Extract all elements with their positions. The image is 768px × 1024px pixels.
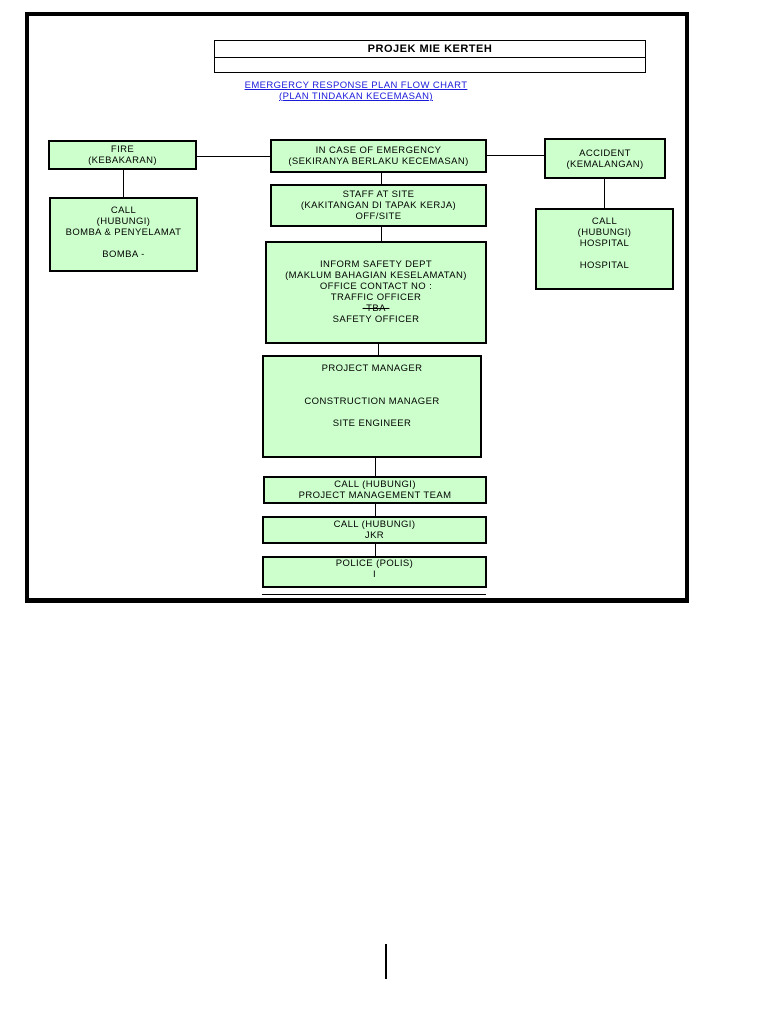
emergency-line: IN CASE OF EMERGENCY xyxy=(315,145,442,156)
connector-emergency-accident xyxy=(486,155,544,156)
accident-box: ACCIDENT (KEMALANGAN) xyxy=(544,138,666,179)
accident-call-line: HOSPITAL xyxy=(579,238,630,249)
connector-safety-managers xyxy=(378,343,379,355)
safety-dept-box: INFORM SAFETY DEPT (MAKLUM BAHAGIAN KESE… xyxy=(265,241,487,344)
frame-bottom-border xyxy=(25,598,689,603)
fire-line: (KEBAKARAN) xyxy=(88,155,157,166)
staff-box: STAFF AT SITE (KAKITANGAN DI TAPAK KERJA… xyxy=(270,184,487,227)
managers-line xyxy=(268,407,476,418)
safety-line: INFORM SAFETY DEPT xyxy=(319,259,433,270)
project-title-empty-row xyxy=(214,57,646,73)
safety-line: OFFICE CONTACT NO : xyxy=(319,281,433,292)
connector-managers-pmt xyxy=(375,457,376,476)
fire-call-line xyxy=(55,238,192,249)
connector-pmt-jkr xyxy=(375,503,376,516)
safety-line: TRAFFIC OFFICER xyxy=(330,292,422,303)
managers-line: PROJECT MANAGER xyxy=(321,363,423,374)
safety-line: SAFETY OFFICER xyxy=(332,314,420,325)
frame-corner-right xyxy=(685,595,689,603)
staff-line: (KAKITANGAN DI TAPAK KERJA) xyxy=(300,200,457,211)
police-line: POLICE (POLIS) xyxy=(335,558,414,569)
pmt-box: CALL (HUBUNGI) PROJECT MANAGEMENT TEAM xyxy=(263,476,487,504)
frame-corner-left xyxy=(25,595,29,603)
staff-line: STAFF AT SITE xyxy=(342,189,415,200)
managers-line: SITE ENGINEER xyxy=(332,418,412,429)
police-box: POLICE (POLIS) I xyxy=(262,556,487,588)
emergency-box: IN CASE OF EMERGENCY (SEKIRANYA BERLAKU … xyxy=(270,139,487,173)
accident-call-line: (HUBUNGI) xyxy=(577,227,632,238)
managers-line: CONSTRUCTION MANAGER xyxy=(304,396,440,407)
managers-line xyxy=(268,374,476,385)
fire-call-line: (HUBUNGI) xyxy=(96,216,151,227)
jkr-box: CALL (HUBUNGI) JKR xyxy=(262,516,487,544)
connector-bottom-rule xyxy=(262,594,486,595)
connector-emergency-staff xyxy=(381,172,382,184)
connector-jkr-police xyxy=(375,543,376,556)
connector-accident-call xyxy=(604,178,605,208)
flowchart-title[interactable]: EMERGERCY RESPONSE PLAN FLOW CHART xyxy=(244,80,468,91)
fire-call-box: CALL (HUBUNGI) BOMBA & PENYELAMAT BOMBA … xyxy=(49,197,198,272)
managers-box: PROJECT MANAGER CONSTRUCTION MANAGER SIT… xyxy=(262,355,482,458)
safety-line: -TBA- xyxy=(362,303,390,314)
jkr-line: JKR xyxy=(364,530,385,541)
emergency-line: (SEKIRANYA BERLAKU KECEMASAN) xyxy=(288,156,469,167)
connector-fire-emergency xyxy=(196,156,270,157)
flowchart-subtitle[interactable]: (PLAN TINDAKAN KECEMASAN) xyxy=(279,91,433,102)
fire-call-line: CALL xyxy=(110,205,137,216)
accident-line: (KEMALANGAN) xyxy=(566,158,644,170)
staff-line: OFF/SITE xyxy=(355,211,402,222)
pmt-line: CALL (HUBUNGI) xyxy=(334,479,416,490)
accident-call-line xyxy=(541,249,668,260)
accident-call-box: CALL (HUBUNGI) HOSPITAL HOSPITAL xyxy=(535,208,674,290)
police-line: I xyxy=(372,569,377,580)
page-frame xyxy=(25,12,689,602)
project-title: PROJEK MIE KERTEH xyxy=(214,40,646,58)
fire-box: FIRE (KEBAKARAN) xyxy=(48,140,197,170)
fire-call-line: BOMBA & PENYELAMAT xyxy=(65,227,182,238)
pmt-line: PROJECT MANAGEMENT TEAM xyxy=(298,490,452,501)
accident-call-line: CALL xyxy=(591,216,618,227)
connector-fire-call xyxy=(123,169,124,197)
managers-line xyxy=(268,385,476,396)
fire-call-line: BOMBA - xyxy=(102,249,145,260)
accident-call-line: HOSPITAL xyxy=(579,260,630,271)
fire-line: FIRE xyxy=(110,144,135,155)
safety-line: (MAKLUM BAHAGIAN KESELAMATAN) xyxy=(285,270,467,281)
accident-line: ACCIDENT xyxy=(579,147,631,159)
text-cursor-mark xyxy=(385,944,387,979)
jkr-line: CALL (HUBUNGI) xyxy=(333,519,416,530)
connector-staff-safety xyxy=(381,226,382,241)
